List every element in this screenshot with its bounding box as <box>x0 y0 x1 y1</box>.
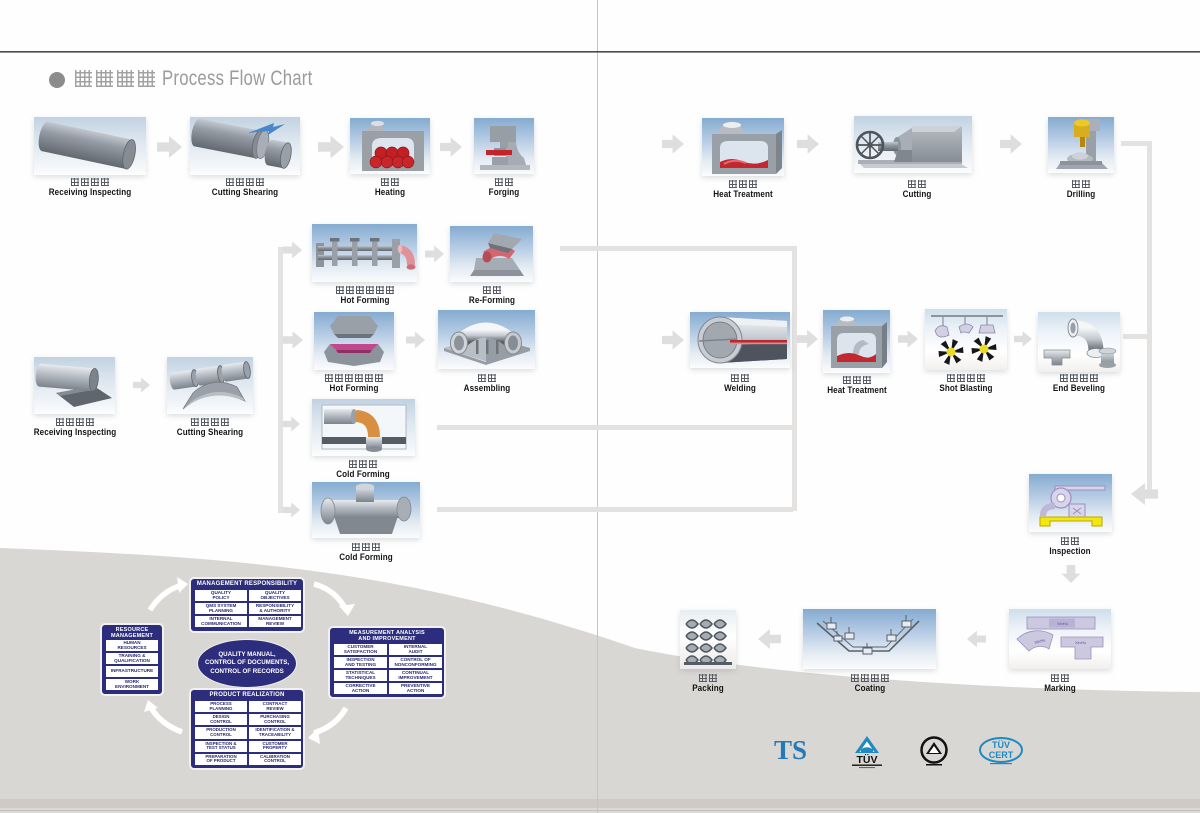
svg-text:XinHu: XinHu <box>1057 621 1068 626</box>
svg-text:CERT: CERT <box>989 750 1014 760</box>
svg-text:XinHu: XinHu <box>1075 640 1086 645</box>
svg-text:TÜV: TÜV <box>992 740 1010 750</box>
svg-text:TÜV: TÜV <box>857 753 878 766</box>
svg-text:XinHu: XinHu <box>1034 637 1046 645</box>
